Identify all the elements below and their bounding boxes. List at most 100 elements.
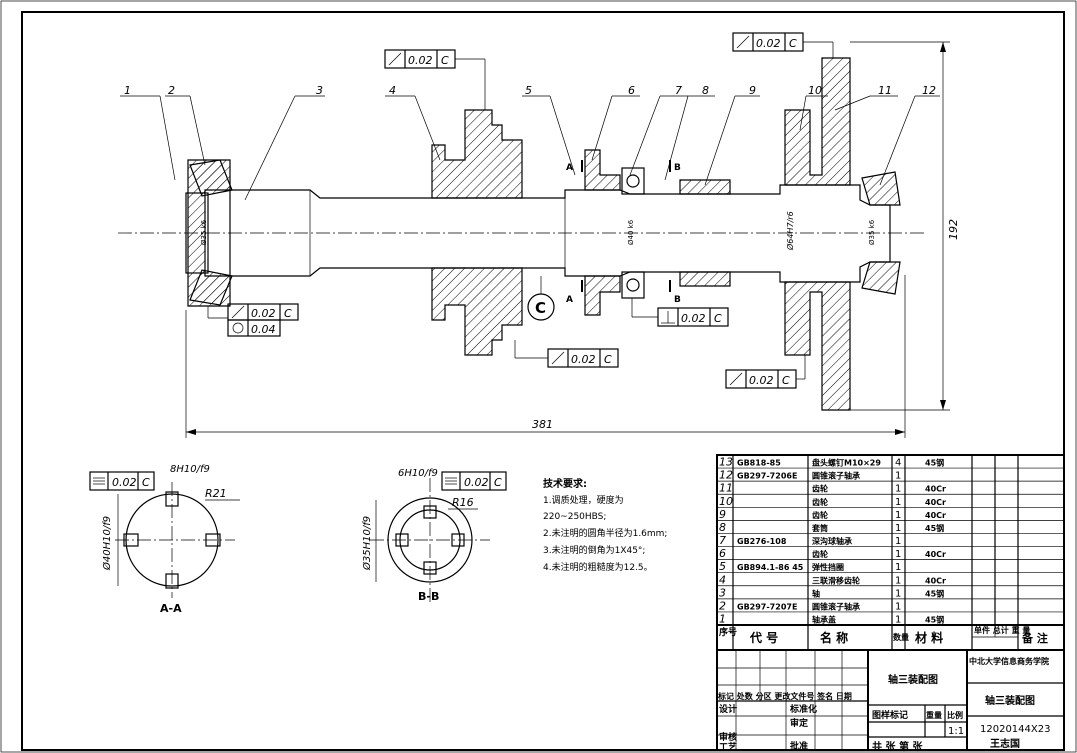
dim-d-gear: Ø64H7/r6	[785, 211, 795, 251]
gdt-datum: C	[604, 353, 612, 366]
part-number-4: 4	[389, 84, 396, 97]
bom-cell-mat: 45钢	[925, 615, 944, 625]
aa-diameter: Ø40H10/f9	[101, 516, 113, 571]
bom-cell-mat: 40Cr	[925, 511, 946, 520]
dim-d-mid: Ø40 k6	[627, 219, 635, 245]
datum-circle-label: C	[535, 299, 546, 317]
title-code: 12020144X23	[980, 724, 1050, 735]
tech-requirements: 技术要求: 1.调质处理，硬度为 220~250HBS; 2.未注明的圆角半径为…	[543, 477, 667, 573]
title-scale: 1:1	[948, 726, 964, 737]
gdt-value: 0.02	[251, 307, 276, 320]
bom-cell-name: 深沟球轴承	[812, 536, 852, 546]
dim-length-value: 381	[532, 418, 553, 431]
section-marks: A A B B	[566, 160, 681, 305]
title-review: 审核	[719, 731, 737, 743]
part-number-8: 8	[702, 84, 709, 97]
bom-header-weight: 单件 总计 重 量	[974, 625, 1030, 635]
gdt-value: 0.02	[756, 37, 781, 50]
title-drawing-name2: 轴三装配图	[985, 694, 1035, 707]
bom-cell-qty: 1	[895, 471, 901, 482]
bb-width: 6H10/f9	[398, 468, 438, 479]
bom-cell-no: 9	[719, 508, 726, 521]
section-label-aa: A-A	[160, 602, 182, 615]
title-stage: 图样标记	[872, 709, 908, 721]
bom-cell-name: 轴承盖	[812, 615, 836, 625]
gdt-datum: C	[714, 312, 722, 325]
bom-cell-code: GB276-108	[737, 537, 787, 546]
gdt-value-cyl: 0.04	[251, 323, 276, 336]
bom-cell-no: 5	[719, 560, 726, 573]
title-mark-row: 标记 处数 分区 更改文件号 签名 日期	[717, 691, 852, 701]
bom-cell-code: GB297-7206E	[737, 472, 797, 481]
bom-cell-qty: 1	[895, 497, 901, 508]
triple-sliding-gear	[431, 109, 523, 356]
bom-cell-name: 齿轮	[812, 549, 828, 559]
bom-cell-mat: 40Cr	[925, 485, 946, 494]
bom-cell-no: 2	[719, 599, 726, 612]
bom-header-name: 名 称	[820, 630, 848, 645]
gdt-frame-left-bearing: 0.02 C 0.04	[207, 303, 299, 337]
bom-cell-code: GB818-85	[737, 459, 781, 468]
part-number-3: 3	[316, 84, 323, 97]
bom-cell-qty: 1	[895, 601, 901, 612]
bom-cell-no: 7	[719, 534, 726, 547]
bom-cell-name: 盘头螺钉M10×29	[812, 458, 881, 468]
title-design: 设计	[719, 703, 737, 715]
bom-cell-name: 齿轮	[812, 484, 828, 494]
section-mark-a-top: A	[566, 163, 573, 173]
bom-cell-no: 12	[719, 469, 733, 482]
bom-cell-name: 弹性挡圈	[812, 562, 844, 572]
title-scale-label: 比例	[947, 710, 963, 720]
gdt-datum: C	[441, 54, 449, 67]
gdt-value: 0.02	[749, 374, 774, 387]
title-weight: 重量	[926, 710, 942, 720]
gdt-value: 0.02	[408, 54, 433, 67]
bom-cell-no: 1	[719, 613, 726, 626]
tapered-bearing-right	[861, 171, 901, 295]
title-block: 标记 处数 分区 更改文件号 签名 日期 设计 标准化 审定 审核 工艺 批准 …	[716, 649, 1065, 753]
gdt-value: 0.02	[571, 353, 596, 366]
bom-cell-qty: 1	[895, 510, 901, 521]
bom-cell-mat: 40Cr	[925, 550, 946, 559]
bom-cell-qty: 1	[895, 549, 901, 560]
bom-cell-qty: 1	[895, 484, 901, 495]
bom-cell-no: 3	[719, 586, 726, 599]
section-mark-a-bot: A	[566, 295, 573, 305]
gdt-frame-perp: 0.02 C	[631, 298, 729, 327]
bom-cell-qty: 4	[895, 458, 901, 469]
gdt-value: 0.02	[681, 312, 706, 325]
sleeve-and-gear-9	[679, 179, 731, 287]
bom-cell-mat: 45钢	[925, 588, 944, 598]
bom-cell-name: 齿轮	[812, 497, 828, 507]
part-number-1: 1	[124, 84, 131, 97]
title-craft: 工艺	[719, 741, 737, 753]
bom-header-no: 序号	[719, 626, 737, 638]
bom-cell-name: 圆锥滚子轴承	[812, 601, 860, 611]
gears-10-11	[784, 57, 851, 411]
bom-cell-qty: 1	[895, 588, 901, 599]
title-std: 标准化	[789, 703, 817, 715]
gdt-frame-top-left: 0.02 C	[384, 49, 486, 110]
dim-height-value: 192	[947, 219, 960, 240]
aa-gdt-value: 0.02	[112, 476, 137, 489]
bom-cell-no: 10	[719, 495, 733, 508]
section-label-bb: B-B	[418, 590, 439, 603]
title-approve: 批准	[790, 740, 808, 752]
aa-width: 8H10/f9	[170, 464, 210, 475]
section-aa: 0.02 C 8H10/f9 R21 Ø40H10/f9 A-A	[89, 464, 240, 615]
bom-cell-qty: 1	[895, 575, 901, 586]
part-number-11: 11	[878, 84, 892, 97]
bom-cell-name: 圆锥滚子轴承	[812, 471, 860, 481]
part-number-5: 5	[525, 84, 532, 97]
bom-cell-qty: 1	[895, 615, 901, 626]
bom-cell-no: 8	[719, 521, 726, 534]
bom-cell-name: 齿轮	[812, 510, 828, 520]
part-number-10: 10	[808, 84, 822, 97]
tech-line: 3.未注明的倒角为1X45°;	[543, 544, 645, 556]
dim-height: 192	[850, 41, 960, 411]
tech-title: 技术要求:	[543, 477, 587, 490]
gear-6	[584, 149, 621, 316]
gdt-frame-bottom-right: 0.02 C	[725, 355, 806, 389]
bom-header-note: 备 注	[1021, 631, 1048, 645]
bom-cell-name: 三联滑移齿轮	[812, 575, 860, 585]
